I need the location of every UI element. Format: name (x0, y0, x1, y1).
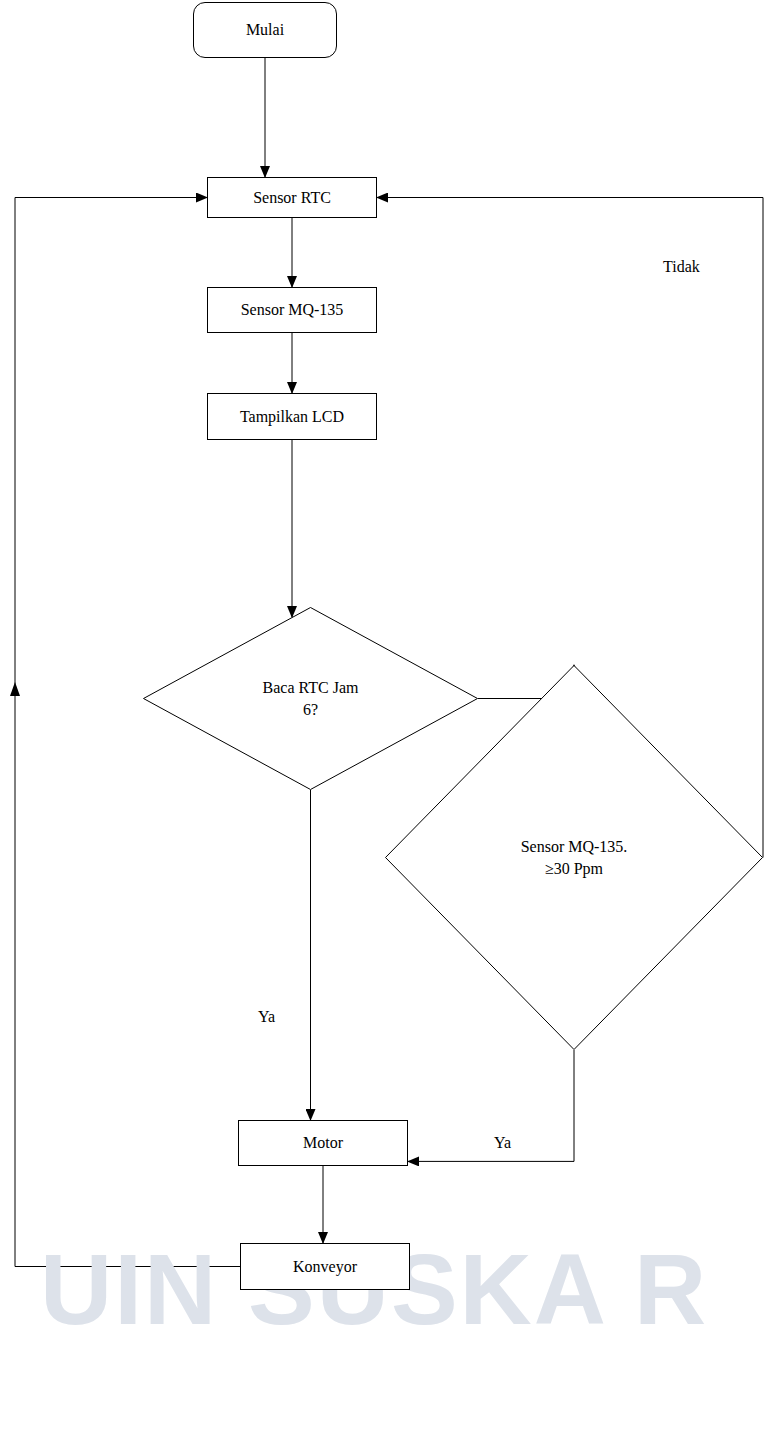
decision-diamond: Baca RTC Jam 6? (143, 607, 478, 790)
start-terminal: Mulai (193, 2, 337, 58)
diamond-outline (385, 665, 763, 1050)
edge-label: Tidak (663, 258, 700, 276)
node-text: Mulai (246, 19, 284, 41)
process-box: Tampilkan LCD (207, 393, 377, 440)
node-text: Baca RTC Jam 6? (261, 677, 361, 720)
node-text: Sensor MQ-135 (241, 299, 344, 321)
node-text: Konveyor (293, 1256, 357, 1278)
node-text: Motor (303, 1132, 343, 1154)
flow-arrow (292, 440, 293, 617)
diamond-outline (143, 607, 478, 790)
node-text: Sensor RTC (253, 187, 331, 209)
node-text: Sensor MQ-135. ≥30 Ppm (515, 836, 633, 879)
edge-label: Ya (258, 1008, 275, 1026)
flow-arrow (323, 1166, 324, 1243)
process-box: Sensor MQ-135 (207, 287, 377, 333)
decision-diamond: Sensor MQ-135. ≥30 Ppm (385, 665, 763, 1050)
flow-arrow (265, 58, 266, 177)
flow-arrow (310, 790, 311, 1120)
flow-arrow (292, 218, 293, 287)
process-box: Sensor RTC (207, 177, 377, 218)
process-box: Motor (238, 1120, 408, 1166)
process-box: Konveyor (240, 1243, 410, 1290)
flow-arrow (292, 333, 293, 393)
flow-arrow (408, 1050, 574, 1161)
node-text: Tampilkan LCD (240, 406, 344, 428)
edge-label: Ya (494, 1134, 511, 1152)
